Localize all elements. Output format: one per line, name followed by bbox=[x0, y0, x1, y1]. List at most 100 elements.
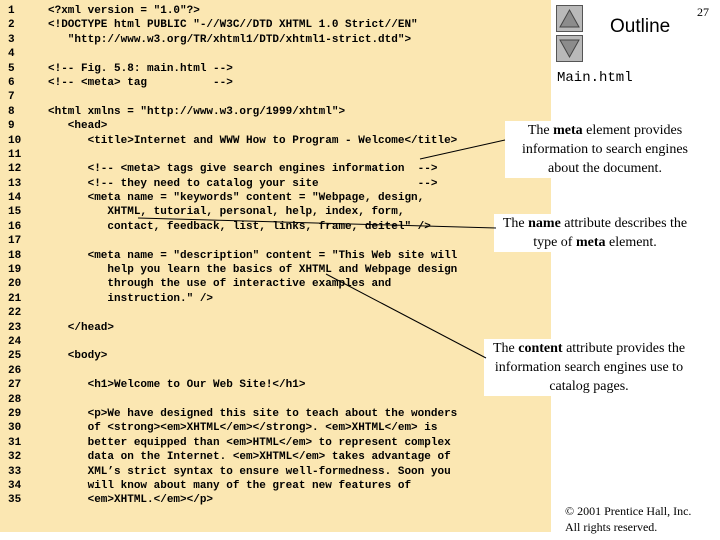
code-text: <?xml version = "1.0"?> bbox=[48, 5, 200, 17]
code-text: help you learn the basics of XHTML and W… bbox=[48, 264, 458, 277]
line-number: 23 bbox=[8, 321, 22, 334]
line-number: 22 bbox=[8, 307, 22, 320]
callout-content-attribute: The content attribute provides the infor… bbox=[484, 339, 694, 396]
callout-text: The bbox=[527, 123, 554, 138]
code-line: 13 <!-- they need to catalog your site -… bbox=[0, 177, 551, 191]
code-line: 19 help you learn the basics of XHTML an… bbox=[0, 263, 551, 277]
code-text: through the use of interactive examples … bbox=[48, 278, 392, 291]
line-number: 25 bbox=[8, 350, 22, 363]
code-line: 15 XHTML, tutorial, personal, help, inde… bbox=[0, 205, 551, 219]
code-line: 32 data on the Internet. <em>XHTML</em> … bbox=[0, 450, 551, 464]
code-line: 31 better equipped than <em>HTML</em> to… bbox=[0, 436, 551, 450]
line-number: 19 bbox=[8, 264, 22, 277]
line-number: 16 bbox=[8, 220, 22, 233]
line-number: 5 bbox=[8, 62, 15, 75]
code-line: 20 through the use of interactive exampl… bbox=[0, 277, 551, 291]
callout-name-attribute: The name attribute describes the type of… bbox=[494, 214, 696, 252]
callout-text: element provides information to search e… bbox=[521, 123, 688, 176]
code-line: 17 bbox=[0, 234, 551, 248]
callout-text: attribute describes the type of bbox=[533, 216, 688, 250]
code-line: 27 <h1>Welcome to Our Web Site!</h1> bbox=[0, 378, 551, 392]
code-text: <em>XHTML.</em></p> bbox=[48, 494, 214, 507]
callout-text: attribute provides the information searc… bbox=[494, 341, 686, 394]
code-text: better equipped than <em>HTML</em> to re… bbox=[48, 436, 451, 449]
code-text: <p>We have designed this site to teach a… bbox=[48, 407, 458, 420]
code-line: 34 will know about many of the great new… bbox=[0, 479, 551, 493]
line-number: 28 bbox=[8, 393, 22, 406]
callout-keyword: meta bbox=[553, 123, 583, 138]
code-text: instruction." /> bbox=[48, 292, 214, 305]
code-text: <!DOCTYPE html PUBLIC "-//W3C//DTD XHTML… bbox=[48, 19, 418, 32]
line-number: 21 bbox=[8, 292, 22, 305]
code-line: 8 <html xmlns = "http://www.w3.org/1999/x… bbox=[0, 105, 551, 119]
code-lines: 1 <?xml version = "1.0"?>2<!DOCTYPE html … bbox=[0, 4, 551, 508]
line-number: 10 bbox=[8, 134, 22, 147]
line-number: 32 bbox=[8, 451, 22, 464]
line-number: 3 bbox=[8, 33, 15, 46]
line-number: 9 bbox=[8, 120, 15, 133]
line-number: 20 bbox=[8, 278, 22, 291]
code-line: 18 <meta name = "description" content = … bbox=[0, 249, 551, 263]
code-text: </head> bbox=[48, 321, 115, 334]
line-number: 13 bbox=[8, 177, 22, 190]
code-text: <title>Internet and WWW How to Program -… bbox=[48, 134, 458, 147]
code-text: <!-- Fig. 5.8: main.html --> bbox=[48, 62, 233, 75]
line-number: 8 bbox=[8, 105, 15, 118]
line-number: 26 bbox=[8, 364, 22, 377]
callout-text: element. bbox=[605, 235, 657, 250]
code-line: 25 <body> bbox=[0, 349, 551, 363]
code-text: <!-- <meta> tag --> bbox=[48, 76, 233, 89]
code-line: 12 <!-- <meta> tags give search engines … bbox=[0, 162, 551, 176]
code-line: 26 bbox=[0, 364, 551, 378]
code-text: <!-- they need to catalog your site --> bbox=[48, 177, 438, 190]
code-text: <meta name = "description" content = "Th… bbox=[48, 249, 458, 262]
callout-meta-element: The meta element provides information to… bbox=[505, 121, 705, 178]
code-text: XHTML, tutorial, personal, help, index, … bbox=[48, 206, 405, 219]
code-line: 4 bbox=[0, 47, 551, 61]
line-number: 24 bbox=[8, 335, 22, 348]
line-number: 34 bbox=[8, 479, 22, 492]
slide-number: 27 bbox=[697, 5, 709, 19]
code-line: 23 </head> bbox=[0, 321, 551, 335]
copyright-notice: © 2001 Prentice Hall, Inc. All rights re… bbox=[565, 503, 691, 535]
line-number: 7 bbox=[8, 91, 15, 104]
line-number: 1 bbox=[8, 5, 15, 17]
code-line: 22 bbox=[0, 306, 551, 320]
nav-up-button[interactable] bbox=[556, 5, 583, 32]
callout-text: The bbox=[502, 216, 529, 231]
file-name: Main.html bbox=[557, 70, 633, 86]
code-line: 5 <!-- Fig. 5.8: main.html --> bbox=[0, 62, 551, 76]
code-line: 2<!DOCTYPE html PUBLIC "-//W3C//DTD XHTM… bbox=[0, 18, 551, 32]
line-number: 14 bbox=[8, 192, 22, 205]
outline-label: Outline bbox=[610, 16, 671, 37]
nav-down-button[interactable] bbox=[556, 35, 583, 62]
code-line: 10 <title>Internet and WWW How to Progra… bbox=[0, 134, 551, 148]
code-line: 24 bbox=[0, 335, 551, 349]
line-number: 11 bbox=[8, 148, 22, 161]
line-number: 4 bbox=[8, 48, 15, 61]
code-line: 28 bbox=[0, 393, 551, 407]
code-line: 1 <?xml version = "1.0"?> bbox=[0, 4, 551, 18]
triangle-down-icon bbox=[559, 39, 580, 59]
line-number: 12 bbox=[8, 163, 22, 176]
line-number: 33 bbox=[8, 465, 22, 478]
code-text: <html xmlns = "http://www.w3.org/1999/xh… bbox=[48, 105, 346, 118]
code-line: 9 <head> bbox=[0, 119, 551, 133]
code-line: 7 bbox=[0, 90, 551, 104]
line-number: 17 bbox=[8, 235, 22, 248]
code-text: will know about many of the great new fe… bbox=[48, 479, 412, 492]
line-number: 18 bbox=[8, 249, 22, 262]
code-line: 21 instruction." /> bbox=[0, 292, 551, 306]
line-number: 30 bbox=[8, 422, 22, 435]
code-line: 33 XML’s strict syntax to ensure well-fo… bbox=[0, 465, 551, 479]
line-number: 15 bbox=[8, 206, 22, 219]
code-line: 3 "http://www.w3.org/TR/xhtml1/DTD/xhtml… bbox=[0, 33, 551, 47]
code-line: 14 <meta name = "keywords" content = "We… bbox=[0, 191, 551, 205]
code-text: <meta name = "keywords" content = "Webpa… bbox=[48, 192, 425, 205]
code-text: <body> bbox=[48, 350, 108, 363]
code-listing-panel: 1 <?xml version = "1.0"?>2<!DOCTYPE html … bbox=[0, 0, 551, 532]
code-line: 11 bbox=[0, 148, 551, 162]
line-number: 27 bbox=[8, 379, 22, 392]
line-number: 6 bbox=[8, 76, 15, 89]
rights-line: All rights reserved. bbox=[565, 520, 658, 534]
